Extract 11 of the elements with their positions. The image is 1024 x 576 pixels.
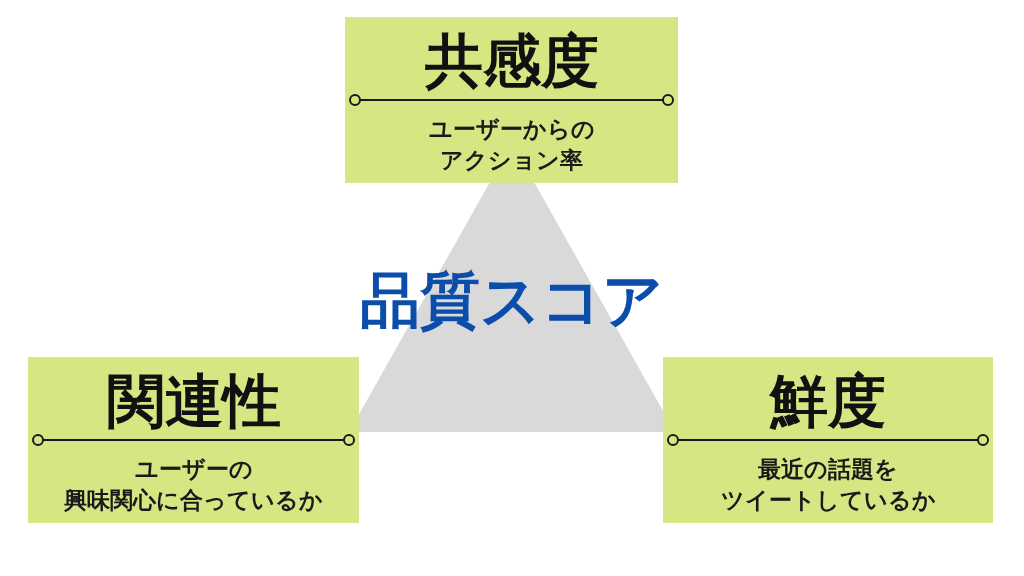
- card-heading: 関連性: [106, 369, 281, 433]
- category-card: [663, 357, 993, 523]
- card-heading: 共感度: [424, 29, 599, 93]
- card-heading: 鮮度: [770, 369, 886, 433]
- card-description: ユーザーからのアクション率: [428, 115, 595, 175]
- center-title: 品質スコア: [359, 266, 663, 334]
- category-card: [345, 17, 678, 183]
- category-card: [28, 357, 359, 523]
- triangle-shape: [359, 183, 663, 432]
- card-description: ユーザーの興味関心に合っているか: [64, 455, 323, 515]
- card-description: 最近の話題をツイートしているか: [720, 455, 936, 515]
